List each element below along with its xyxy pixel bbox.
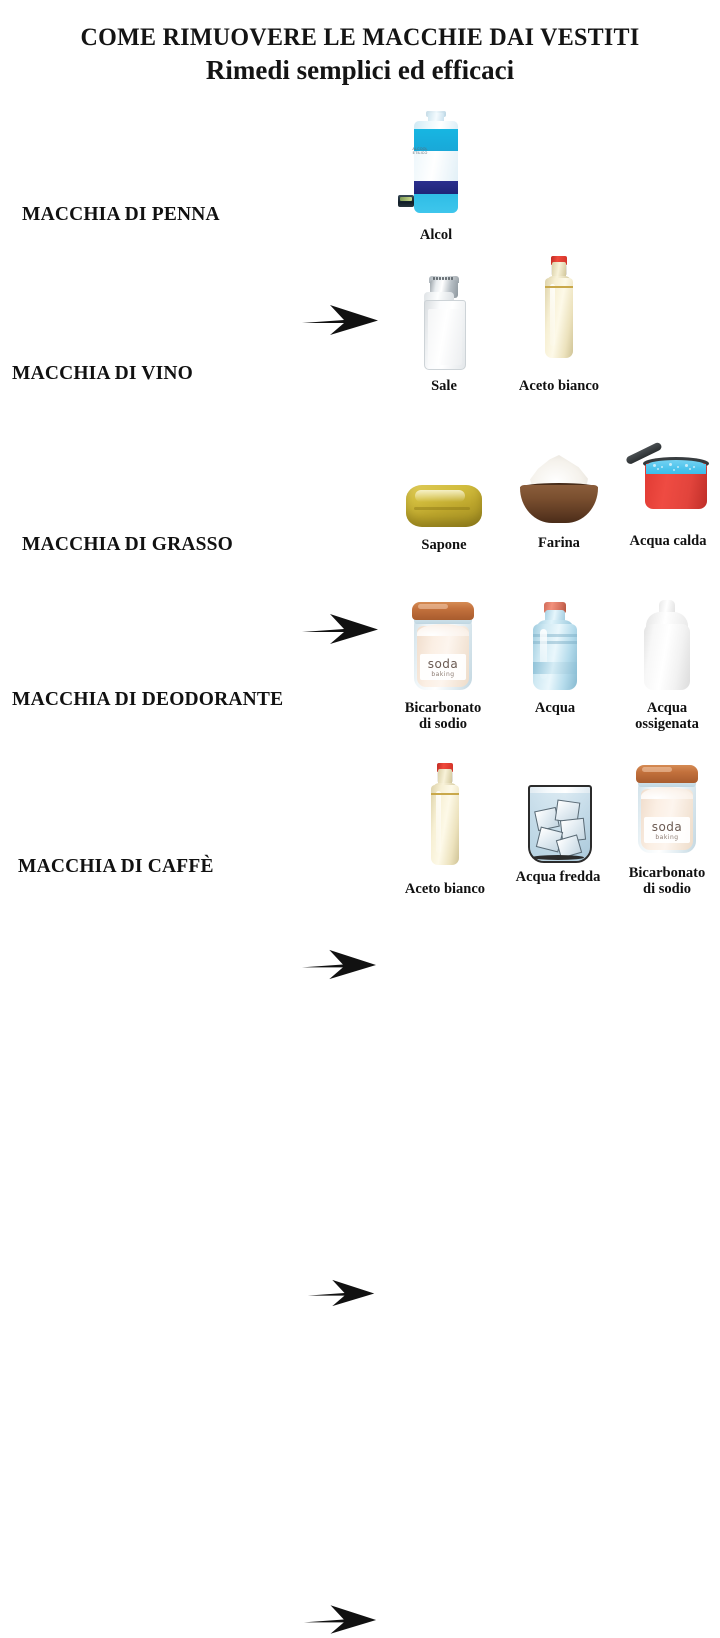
- remedy-label: Sapone: [421, 537, 467, 553]
- hydrogen-peroxide-bottle-icon: [628, 598, 706, 696]
- water-bottle-icon: [517, 600, 593, 696]
- stain-row-caffe: MACCHIA DI CAFFÈ Aceto bianco Ac: [0, 755, 720, 1634]
- salt-shaker-icon: [410, 272, 478, 372]
- hot-water-pot-icon: [623, 433, 713, 533]
- soap-bar-icon: [402, 457, 486, 533]
- page-title-subtitle: Rimedi semplici ed efficaci: [205, 55, 515, 85]
- remedy-label: Acqua fredda: [515, 869, 601, 885]
- remedy-acqua-ossigenata: Acqua ossigenata: [615, 598, 719, 732]
- page-title-line-1: COME RIMUOVERE LE MACCHIE DAI VESTITI: [80, 24, 640, 51]
- remedy-label: Aceto bianco: [404, 881, 486, 897]
- jar-brand-text: soda: [651, 820, 683, 834]
- remedy-acqua: Acqua: [507, 600, 603, 716]
- jar-sub-text: baking: [655, 834, 679, 841]
- stain-label-deodorante: MACCHIA DI DEODORANTE: [12, 688, 284, 710]
- right-arrow-icon: [303, 1605, 377, 1634]
- remedy-label: Farina: [538, 535, 580, 551]
- stain-row-vino: MACCHIA DI VINO Sale Aceto bianco: [0, 250, 720, 644]
- remedy-sale: Sale: [398, 272, 490, 394]
- vinegar-bottle-icon: [412, 761, 478, 877]
- remedy-label: Acqua: [534, 700, 576, 716]
- remedy-aceto-bianco: Aceto bianco: [505, 254, 613, 394]
- remedy-label: Acqua calda: [629, 533, 707, 549]
- baking-soda-jar-icon: soda baking: [404, 598, 482, 696]
- remedy-bicarbonato-sodio: soda baking Bicarbonato di sodio: [388, 598, 498, 732]
- flour-bowl-icon: [516, 441, 602, 533]
- stain-row-deodorante: MACCHIA DI DEODORANTE soda baking Bicarb…: [0, 590, 720, 1307]
- remedy-acqua-calda: Acqua calda: [618, 433, 718, 549]
- stain-row-grasso: MACCHIA DI GRASSO Sapone Farina: [0, 425, 720, 980]
- remedy-sapone: Sapone: [398, 457, 490, 553]
- remedy-bicarbonato-sodio-2: soda baking Bicarbonato di sodio: [614, 761, 720, 897]
- vinegar-bottle-icon: [526, 254, 592, 372]
- remedy-aceto-bianco-2: Aceto bianco: [390, 761, 500, 897]
- right-arrow-icon: [302, 949, 376, 980]
- remedy-farina: Farina: [513, 441, 605, 551]
- remedy-label: Aceto bianco: [518, 378, 600, 394]
- remedy-label: Bicarbonato di sodio: [628, 865, 706, 897]
- stain-label-vino: MACCHIA DI VINO: [12, 362, 194, 384]
- jar-brand-text: soda: [427, 657, 459, 671]
- jar-sub-text: baking: [431, 671, 455, 678]
- remedy-acqua-fredda: Acqua fredda: [505, 767, 611, 885]
- remedy-label: Acqua ossigenata: [635, 700, 699, 732]
- ice-water-glass-icon: [518, 767, 598, 867]
- stain-label-penna: MACCHIA DI PENNA: [22, 203, 220, 225]
- stain-label-grasso: MACCHIA DI GRASSO: [22, 533, 233, 555]
- baking-soda-jar-icon: soda baking: [628, 761, 706, 861]
- right-arrow-icon: [307, 1279, 375, 1307]
- remedy-label: Bicarbonato di sodio: [404, 700, 482, 732]
- stain-label-caffe: MACCHIA DI CAFFÈ: [18, 855, 214, 877]
- right-arrow-icon: [302, 305, 378, 335]
- remedy-label: Alcol: [419, 227, 453, 243]
- right-arrow-icon: [302, 614, 378, 644]
- page-title: COME RIMUOVERE LE MACCHIE DAI VESTITI Ri…: [0, 24, 720, 86]
- remedy-label: Sale: [431, 378, 457, 394]
